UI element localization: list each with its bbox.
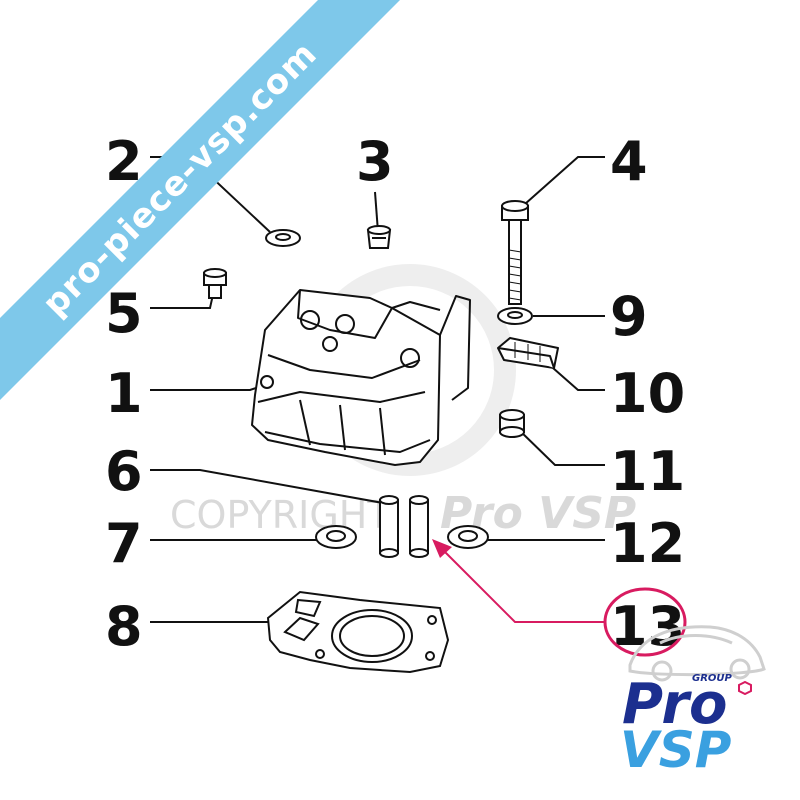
hexagon-icon — [738, 681, 752, 695]
part-bushing-11 — [499, 409, 525, 438]
callout-1: 1 — [105, 362, 143, 425]
callout-8: 8 — [105, 595, 143, 658]
callout-11: 11 — [610, 440, 685, 503]
logo-pro-text: Pro — [622, 672, 728, 737]
callout-6: 6 — [105, 440, 143, 503]
car-outline-icon — [628, 625, 766, 682]
logo-vsp-text: VSP — [620, 721, 732, 779]
brand-logo: GROUP Pro VSP — [600, 585, 780, 785]
part-washer-7 — [315, 525, 357, 549]
part-block-10 — [497, 337, 559, 369]
leader-line-5 — [150, 289, 215, 309]
leader-line-11 — [516, 427, 605, 466]
callout-5: 5 — [105, 282, 143, 345]
callout-4: 4 — [610, 130, 648, 193]
part-valve-seal-3 — [366, 225, 392, 249]
watermark-copyright: COPYRIGHT — [170, 493, 391, 537]
part-screw-5 — [203, 268, 227, 299]
callout-3: 3 — [356, 130, 394, 193]
part-washer-12 — [447, 525, 489, 549]
leader-line-4 — [524, 156, 605, 205]
part-cylinder-head — [251, 289, 471, 466]
highlight-circle-13 — [603, 587, 687, 657]
part-head-bolt-4 — [501, 200, 529, 305]
callout-7: 7 — [105, 512, 143, 575]
callout-12: 12 — [610, 512, 685, 575]
leader-line-6 — [150, 469, 384, 504]
logo-group-text: GROUP — [692, 673, 732, 684]
highlight-arrow-13 — [432, 539, 452, 558]
callout-9: 9 — [610, 285, 648, 348]
callout-10: 10 — [610, 362, 685, 425]
part-washer-2 — [265, 229, 301, 247]
highlight-line-13 — [444, 551, 605, 623]
leader-line-1 — [150, 384, 266, 391]
leader-line-10 — [552, 367, 605, 391]
part-head-gasket-8 — [266, 590, 450, 674]
part-washer-9 — [497, 307, 533, 325]
highlight-leader-13 — [432, 539, 605, 623]
part-valve-guides-6 — [379, 495, 429, 558]
